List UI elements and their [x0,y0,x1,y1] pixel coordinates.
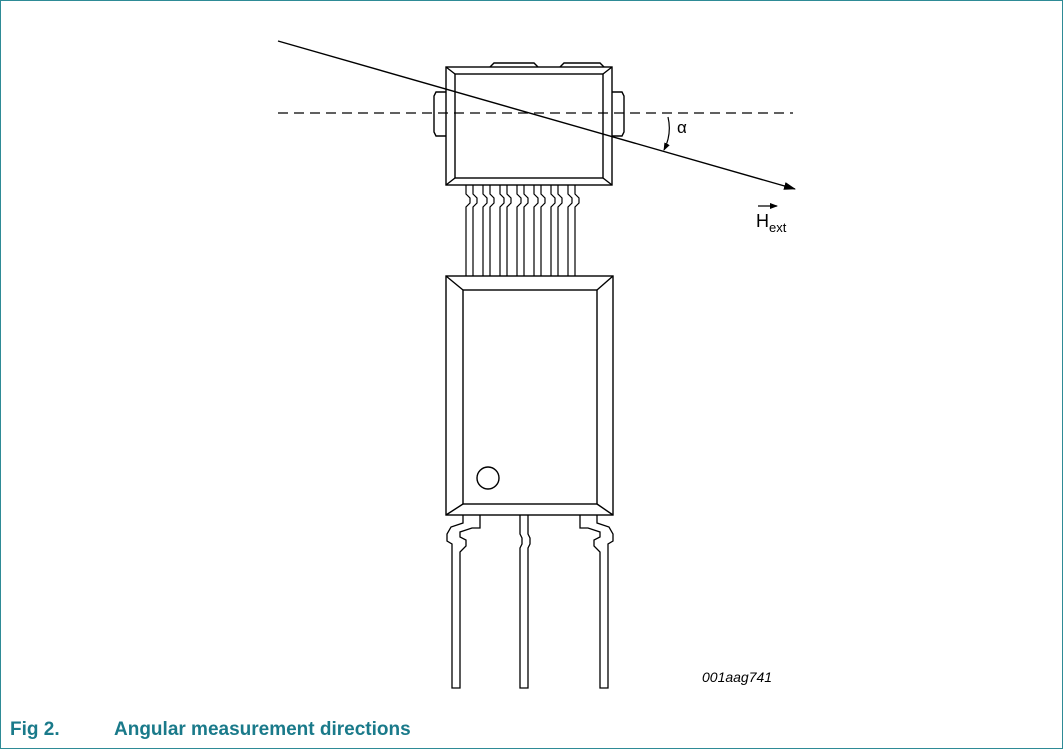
bottom-pins [446,515,614,689]
figure-title: Angular measurement directions [114,719,411,740]
connector-lead [533,185,546,276]
connector-lead [567,185,580,276]
connector-lead [516,185,529,276]
pin1-marker [476,466,500,490]
sensor-head [433,62,625,186]
field-label: Hext [756,203,787,235]
angle-arc [663,116,670,151]
angle-label: α [677,118,687,137]
connector-lead [482,185,495,276]
connector-lead [499,185,512,276]
sensor-body [445,275,614,516]
connector-leads [465,185,580,276]
connector-lead [550,185,563,276]
figure-number: Fig 2. [10,719,60,740]
svg-text:Hext: Hext [756,211,787,235]
connector-lead [465,185,478,276]
field-direction-arrow [277,40,796,190]
field-label-main: H [756,211,769,231]
figure-code: 001aag741 [702,669,772,685]
figure-caption: Fig 2. Angular measurement directions [10,719,411,741]
field-label-sub: ext [769,220,787,235]
